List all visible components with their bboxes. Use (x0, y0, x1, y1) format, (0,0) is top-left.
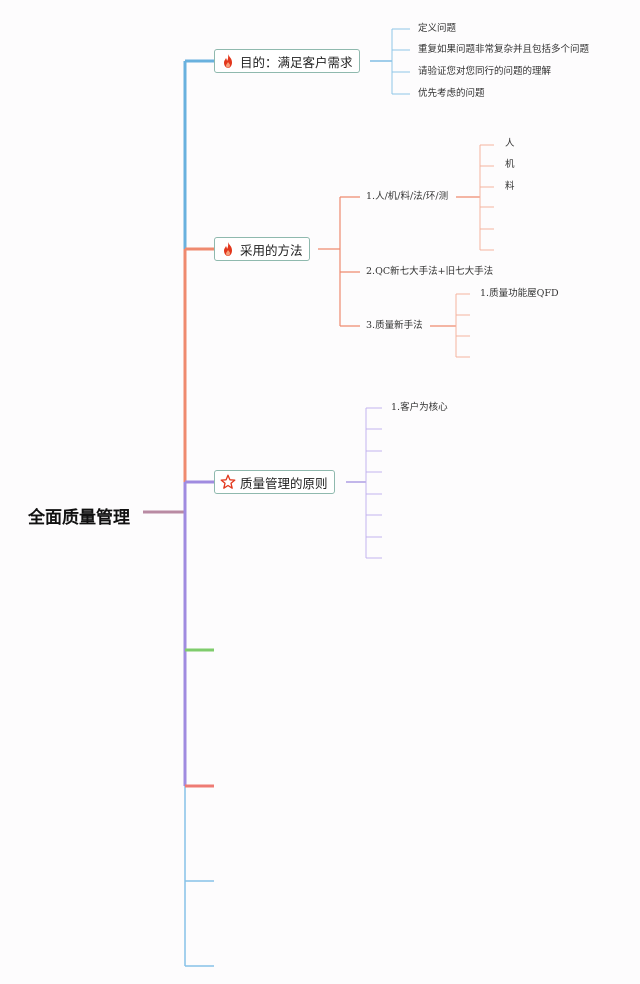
subtopic-item[interactable]: 1.人/机/料/法/环/测 (366, 191, 449, 202)
star-outline-icon (220, 474, 236, 490)
leaf-item[interactable]: 定义问题 (418, 23, 457, 34)
leaf-item[interactable]: 料 (505, 181, 515, 192)
leaf-item[interactable]: 请验证您对您同行的问题的理解 (418, 66, 552, 77)
root-topic[interactable]: 全面质量管理 (28, 508, 130, 528)
branch-node-principles[interactable]: 质量管理的原则 (214, 470, 335, 494)
fire-icon (220, 241, 236, 257)
branch-node-label: 采用的方法 (240, 242, 303, 258)
leaf-item[interactable]: 1.客户为核心 (391, 402, 448, 413)
subtopic-item[interactable]: 2.QC新七大手法+旧七大手法 (366, 266, 494, 277)
leaf-item[interactable]: 重复如果问题非常复杂并且包括多个问题 (418, 44, 590, 55)
branch-node-label: 目的：满足客户需求 (240, 54, 353, 70)
branch-node-label: 质量管理的原则 (240, 475, 328, 491)
leaf-item[interactable]: 机 (505, 159, 515, 170)
branch-node-purpose[interactable]: 目的：满足客户需求 (214, 49, 360, 73)
subtopic-item[interactable]: 3.质量新手法 (366, 320, 423, 331)
fire-icon (220, 53, 236, 69)
leaf-item[interactable]: 1.质量功能屋QFD (480, 288, 559, 299)
leaf-item[interactable]: 优先考虑的问题 (418, 88, 485, 99)
leaf-item[interactable]: 人 (505, 138, 515, 149)
branch-node-methods[interactable]: 采用的方法 (214, 237, 310, 261)
